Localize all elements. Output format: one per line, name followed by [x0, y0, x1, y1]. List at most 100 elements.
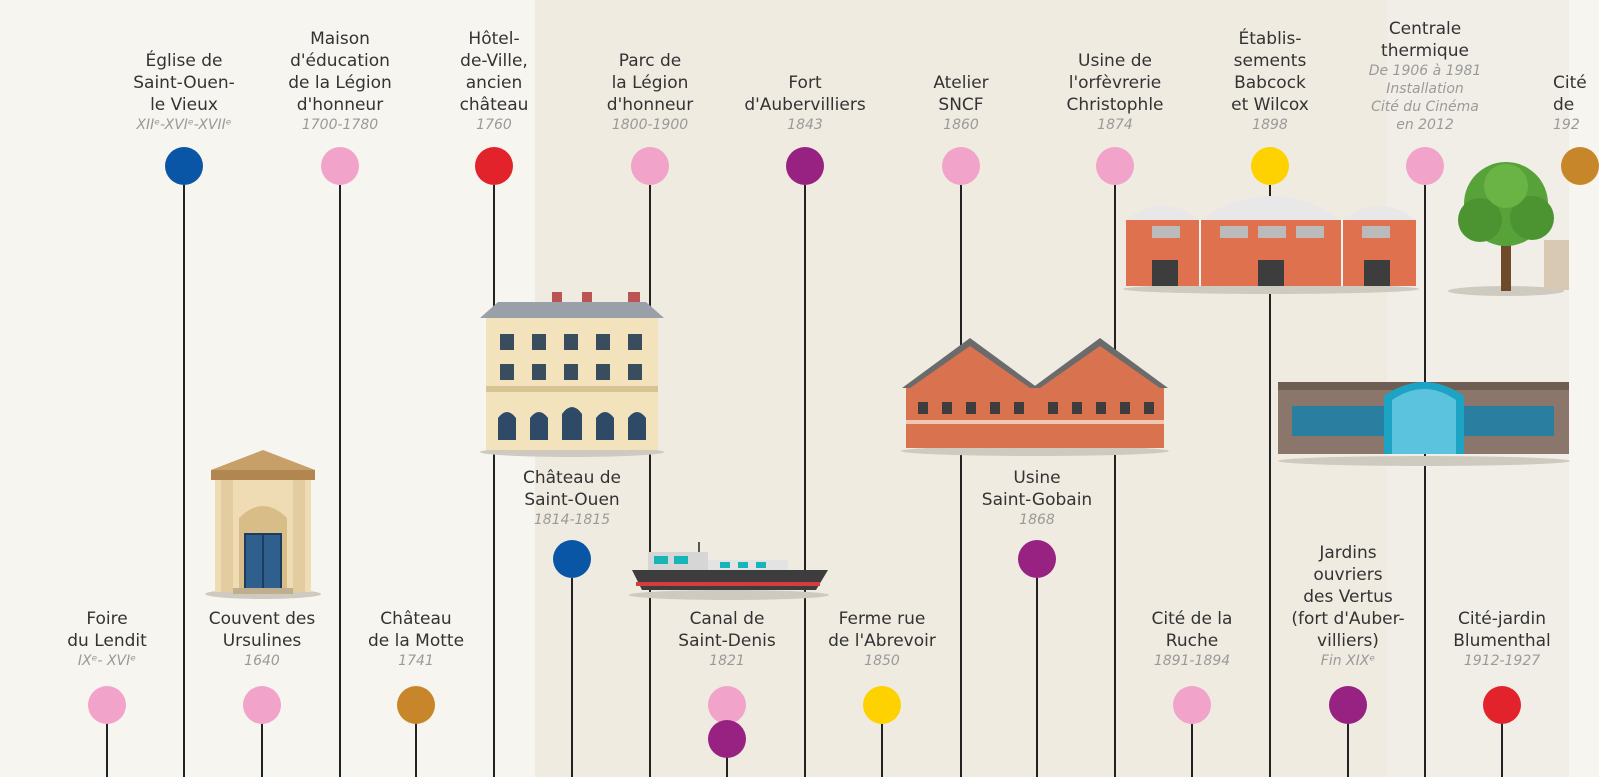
- event-date: 1912-1927: [1463, 653, 1541, 669]
- couvent-illustration: [205, 450, 321, 599]
- dot-babcock: [1251, 147, 1289, 185]
- label-ferme-abrevoir: Ferme rue de l'Abrevoir 1850: [807, 608, 957, 670]
- event-name: Hôtel- de-Ville, ancien château: [459, 29, 529, 115]
- stem-5: [493, 185, 495, 777]
- event-name: Jardins ouvriers des Vertus (fort d'Aube…: [1291, 543, 1405, 651]
- stem-0: [106, 690, 108, 777]
- stem-13: [1114, 185, 1116, 777]
- label-eglise-saint-ouen: Église de Saint-Ouen- le Vieux XIIᵉ-XVIᵉ…: [109, 50, 259, 134]
- dot-canal-secondary: [708, 720, 746, 758]
- saint-gobain-illustration: [901, 338, 1169, 456]
- dot-chateau-saint-ouen: [553, 540, 591, 578]
- event-date: 1898: [1252, 117, 1288, 133]
- label-foire-lendit: Foire du Lendit IXᵉ- XVIᵉ: [32, 608, 182, 670]
- event-date: 1850: [864, 653, 900, 669]
- label-cite-partial: Cité de 192: [1553, 72, 1593, 134]
- event-date: 1640: [244, 653, 280, 669]
- dot-cite-partial: [1561, 147, 1599, 185]
- label-saint-gobain: Usine Saint-Gobain 1868: [962, 467, 1112, 529]
- event-name: Cité-jardin Blumenthal: [1453, 609, 1551, 651]
- dot-fort-aubervilliers: [786, 147, 824, 185]
- event-name: Canal de Saint-Denis: [678, 609, 776, 651]
- chateau-illustration: [480, 292, 664, 457]
- dot-parc-legion: [631, 147, 669, 185]
- stem-17: [1424, 185, 1426, 777]
- stem-4: [415, 690, 417, 777]
- event-date: 1741: [398, 653, 434, 669]
- event-date: 1700-1780: [301, 117, 379, 133]
- stem-2: [261, 690, 263, 777]
- event-date: IXᵉ- XVIᵉ: [77, 653, 137, 669]
- event-name: Cité de: [1553, 73, 1587, 115]
- event-name: Château de la Motte: [367, 609, 465, 651]
- event-date: Fin XIXᵉ: [1320, 653, 1376, 669]
- label-chateau-saint-ouen: Château de Saint-Ouen 1814-1815: [497, 467, 647, 529]
- event-date: 1800-1900: [611, 117, 689, 133]
- event-name: Foire du Lendit: [67, 609, 147, 651]
- event-name: Parc de la Légion d'honneur: [606, 51, 694, 115]
- event-name: Couvent des Ursulines: [208, 609, 316, 651]
- stem-3: [339, 185, 341, 777]
- label-couvent-ursulines: Couvent des Ursulines 1640: [187, 608, 337, 670]
- boat-illustration: [629, 542, 829, 600]
- dot-jardins-vertus: [1329, 686, 1367, 724]
- event-date: 1843: [787, 117, 823, 133]
- label-babcock: Établis- sements Babcock et Wilcox 1898: [1195, 28, 1345, 134]
- event-name: Centrale thermique: [1381, 19, 1469, 61]
- label-atelier-sncf: Atelier SNCF 1860: [886, 72, 1036, 134]
- dot-centrale-thermique: [1406, 147, 1444, 185]
- event-date: 1760: [476, 117, 512, 133]
- event-name: Établis- sements Babcock et Wilcox: [1231, 29, 1309, 115]
- dot-saint-gobain: [1018, 540, 1056, 578]
- event-name: Usine de l'orfèvrerie Christophle: [1066, 51, 1164, 115]
- dot-ferme-abrevoir: [863, 686, 901, 724]
- dot-chateau-motte: [397, 686, 435, 724]
- dot-atelier-sncf: [942, 147, 980, 185]
- label-christophle: Usine de l'orfèvrerie Christophle 1874: [1040, 50, 1190, 134]
- stem-9: [804, 185, 806, 777]
- dot-couvent-ursulines: [243, 686, 281, 724]
- stem-6: [571, 578, 573, 777]
- stem-16: [1347, 690, 1349, 777]
- dot-maison-education: [321, 147, 359, 185]
- label-maison-education: Maison d'éducation de la Légion d'honneu…: [265, 28, 415, 134]
- event-date: 1874: [1097, 117, 1133, 133]
- event-name: Usine Saint-Gobain: [981, 468, 1093, 510]
- label-jardins-vertus: Jardins ouvriers des Vertus (fort d'Aube…: [1273, 542, 1423, 670]
- stem-15: [1269, 185, 1271, 777]
- tree-illustration: [1448, 162, 1569, 296]
- stem-1: [183, 185, 185, 777]
- dot-christophle: [1096, 147, 1134, 185]
- event-date: 192: [1553, 117, 1580, 133]
- event-date: 1814-1815: [533, 512, 611, 528]
- label-ruche: Cité de la Ruche 1891-1894: [1117, 608, 1267, 670]
- stem-8: [726, 740, 728, 777]
- dot-eglise-saint-ouen: [165, 147, 203, 185]
- event-date: 1891-1894: [1153, 653, 1231, 669]
- dot-hotel-de-ville: [475, 147, 513, 185]
- event-date: 1860: [943, 117, 979, 133]
- dot-ruche: [1173, 686, 1211, 724]
- label-fort-aubervilliers: Fort d'Aubervilliers 1843: [730, 72, 880, 134]
- event-date: De 1906 à 1981 Installation Cité du Ciné…: [1368, 63, 1482, 133]
- cinema-illustration: [1278, 382, 1570, 466]
- dot-foire-lendit: [88, 686, 126, 724]
- event-name: Château de Saint-Ouen: [522, 468, 622, 510]
- event-date: 1868: [1019, 512, 1055, 528]
- event-date: 1821: [709, 653, 745, 669]
- event-name: Église de Saint-Ouen- le Vieux: [133, 51, 235, 115]
- event-name: Cité de la Ruche: [1151, 609, 1233, 651]
- dot-canal-saint-denis: [708, 686, 746, 724]
- stem-12: [1036, 578, 1038, 777]
- event-date: XIIᵉ-XVIᵉ-XVIIᵉ: [136, 117, 232, 133]
- label-hotel-de-ville: Hôtel- de-Ville, ancien château 1760: [449, 28, 539, 134]
- stem-11: [960, 185, 962, 777]
- stem-10: [881, 690, 883, 777]
- event-name: Maison d'éducation de la Légion d'honneu…: [288, 29, 392, 115]
- event-name: Atelier SNCF: [933, 73, 989, 115]
- babcock-illustration: [1123, 196, 1419, 294]
- label-parc-legion: Parc de la Légion d'honneur 1800-1900: [575, 50, 725, 134]
- stem-14: [1191, 690, 1193, 777]
- label-canal-saint-denis: Canal de Saint-Denis 1821: [652, 608, 802, 670]
- label-blumenthal: Cité-jardin Blumenthal 1912-1927: [1437, 608, 1567, 670]
